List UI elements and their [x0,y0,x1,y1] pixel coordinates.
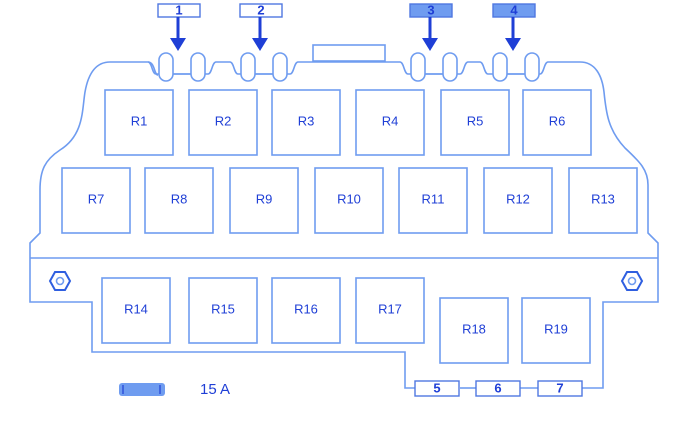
fuse-4: 4 [492,2,536,51]
relay-slot [314,167,384,234]
fuse-number: 7 [556,380,563,395]
fuse-pin [442,52,458,82]
relay-r5: R5 [440,89,510,156]
relay-r11: R11 [398,167,468,234]
relay-label: R1 [131,113,148,128]
fuse-pin [410,52,426,82]
relay-slot [398,167,468,234]
fuse-number: 4 [510,2,518,17]
relay-label: R18 [462,321,486,336]
fuse-pin [240,52,256,82]
top-connector-bar [312,44,386,62]
relay-label: R4 [382,113,399,128]
relay-slot [483,167,553,234]
relay-r18: R18 [439,297,509,364]
fuse-icon [119,383,165,396]
hex-nut-icon [620,271,644,291]
housing-outline-right [579,61,659,389]
relay-r16: R16 [271,277,341,344]
fuse-pin [524,52,540,82]
relay-slot [521,297,591,364]
fuse-pin [158,52,174,82]
relay-slot [271,277,341,344]
fuse-3: 3 [409,2,453,51]
fuse-number: 2 [257,2,264,17]
fuse-5: 5 [414,380,460,397]
top-edge [147,61,580,75]
relay-r9: R9 [229,167,299,234]
relay-label: R11 [422,191,445,206]
relay-r17: R17 [355,277,425,344]
legend-label: 15 A [200,381,230,398]
relay-r8: R8 [144,167,214,234]
fuse-pin [272,52,288,82]
relay-r10: R10 [314,167,384,234]
relay-slot [144,167,214,234]
fuse-number: 3 [427,2,434,17]
relay-r15: R15 [188,277,258,344]
fuse-socket [158,52,206,82]
relay-slot [104,89,174,156]
relay-r14: R14 [101,277,171,344]
fuse-1: 1 [157,2,201,51]
relay-slot [229,167,299,234]
relay-slot [568,167,638,234]
relay-slot [271,89,341,156]
fuse-6: 6 [475,380,521,397]
fuse-tag [537,380,583,397]
relay-label: R19 [544,321,568,336]
relay-label: R14 [124,301,148,316]
relay-r7: R7 [61,167,131,234]
relay-slot [440,89,510,156]
relay-slot [61,167,131,234]
fuse-number: 5 [433,380,440,395]
fuse-tag [414,380,460,397]
relay-label: R2 [215,113,232,128]
relay-label: R12 [506,191,530,206]
relay-r12: R12 [483,167,553,234]
relay-slot [101,277,171,344]
fuse-7: 7 [537,380,583,397]
relay-label: R6 [549,113,566,128]
fuse-socket [240,52,288,82]
fuse-2: 2 [239,2,283,51]
relay-r4: R4 [355,89,425,156]
relay-slot [522,89,592,156]
fuse-number: 6 [494,380,501,395]
relay-slot [355,89,425,156]
relay-r6: R6 [522,89,592,156]
fuse-socket [492,52,540,82]
relay-label: R15 [211,301,235,316]
relay-label: R7 [88,191,105,206]
legend: 15 A [119,381,230,398]
relay-slot [188,277,258,344]
relay-r2: R2 [188,89,258,156]
relay-label: R17 [378,301,402,316]
relay-label: R8 [171,191,188,206]
hex-nut-icon [48,271,72,291]
relay-label: R16 [294,301,318,316]
relay-label: R10 [337,191,361,206]
relay-r13: R13 [568,167,638,234]
relay-slot [188,89,258,156]
relay-label: R5 [467,113,484,128]
fuse-number: 1 [175,2,182,17]
fuse-pin [492,52,508,82]
relay-r1: R1 [104,89,174,156]
fuse-pin [190,52,206,82]
fuse-socket [410,52,458,82]
relay-r3: R3 [271,89,341,156]
relay-label: R13 [591,191,615,206]
relay-label: R3 [298,113,315,128]
relay-slot [355,277,425,344]
relay-slot [439,297,509,364]
fuse-tag [475,380,521,397]
relay-label: R9 [256,191,273,206]
relay-r19: R19 [521,297,591,364]
